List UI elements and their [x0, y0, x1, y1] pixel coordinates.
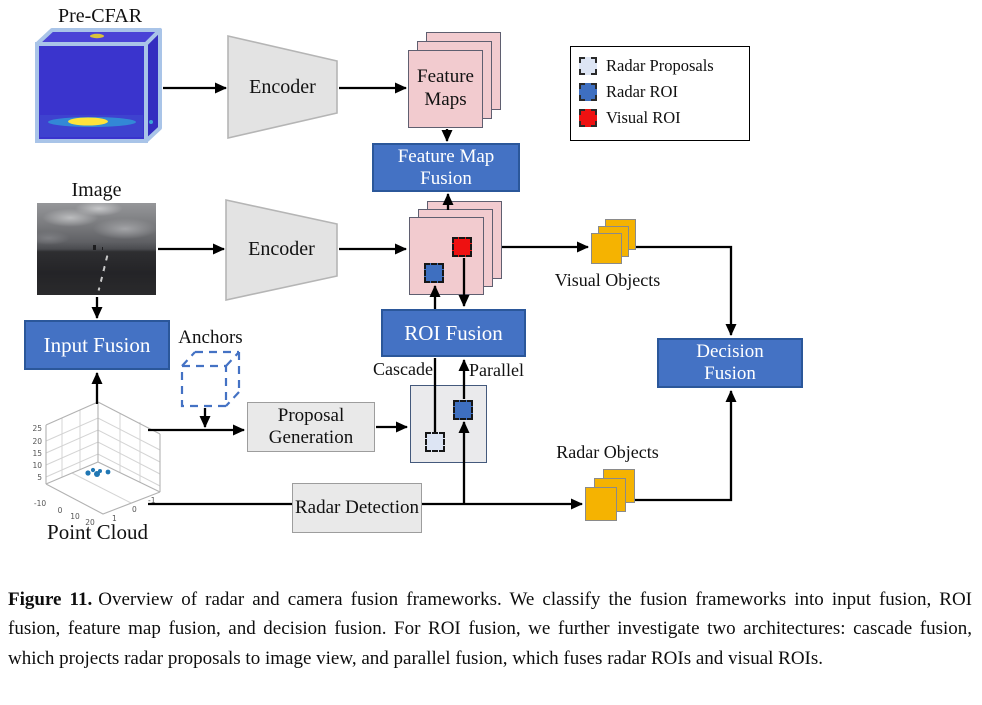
input-fusion-label: Input Fusion: [43, 332, 151, 357]
radar-detection-box: Radar Detection: [292, 483, 422, 533]
z-tick: 5: [37, 473, 42, 482]
encoder-radar-label: Encoder: [249, 76, 316, 98]
radar-roi-marker: [453, 400, 473, 420]
z-tick: 25: [32, 424, 42, 433]
pre-cfar-label: Pre-CFAR: [57, 5, 143, 27]
radar-roi-swatch-icon: [579, 83, 597, 101]
proposal-generation-box: Proposal Generation: [247, 402, 375, 452]
visual-objects-stack: [591, 233, 622, 264]
radar-objects-label: Radar Objects: [556, 442, 659, 462]
legend-item-visual-roi: Visual ROI: [579, 105, 749, 131]
x-tick: 0: [58, 506, 63, 515]
figure-caption: Figure 11.Overview of radar and camera f…: [8, 585, 972, 673]
cascade-label: Cascade: [373, 359, 433, 379]
anchors-label: Anchors: [178, 327, 243, 348]
radar-detection-label: Radar Detection: [295, 497, 419, 519]
camera-image: [37, 203, 156, 295]
roi-fusion-label: ROI Fusion: [404, 320, 503, 345]
legend-label: Radar Proposals: [606, 56, 714, 75]
z-tick: 20: [32, 437, 42, 446]
feature-maps-label: Feature Maps: [417, 66, 474, 110]
radar-cube-icon: [35, 28, 162, 143]
legend-label: Radar ROI: [606, 82, 678, 101]
point-cloud-label: Point Cloud: [47, 520, 148, 544]
y-tick: -1: [148, 496, 156, 505]
anchors-cube-icon: [180, 350, 241, 408]
roi-fusion-box: ROI Fusion: [381, 309, 526, 357]
legend-label: Visual ROI: [606, 108, 681, 127]
visual-objects-label: Visual Objects: [554, 270, 661, 290]
visual-roi-marker: [452, 237, 472, 257]
radar-roi-marker: [424, 263, 444, 283]
radar-roi-container: [410, 385, 487, 463]
encoder-image-label: Encoder: [248, 238, 315, 260]
z-tick: 10: [32, 461, 42, 470]
decision-fusion-label: Decision Fusion: [696, 341, 764, 384]
point-cloud-plot: 25 20 15 10 5 -10 0 10 20 -1 0 1: [32, 401, 161, 527]
visual-roi-swatch-icon: [579, 109, 597, 127]
radar-objects-stack: [585, 487, 617, 521]
legend-item-radar-roi: Radar ROI: [579, 79, 749, 105]
feature-map-fusion-box: Feature Map Fusion: [372, 143, 520, 192]
figure-caption-text: Overview of radar and camera fusion fram…: [8, 589, 972, 669]
input-fusion-box: Input Fusion: [24, 320, 170, 370]
decision-fusion-box: Decision Fusion: [657, 338, 803, 388]
figure-caption-tag: Figure 11.: [8, 589, 93, 610]
image-label: Image: [71, 179, 122, 201]
feature-map-fusion-label: Feature Map Fusion: [397, 145, 495, 189]
z-tick: 15: [32, 449, 42, 458]
radar-proposals-swatch-icon: [579, 57, 597, 75]
legend-item-radar-proposals: Radar Proposals: [579, 53, 749, 79]
parallel-label: Parallel: [469, 360, 524, 380]
proposal-generation-label: Proposal Generation: [268, 405, 354, 448]
legend: Radar Proposals Radar ROI Visual ROI: [570, 46, 750, 141]
point-cloud-points: [85, 467, 111, 477]
y-tick: 0: [132, 505, 137, 514]
radar-proposal-marker: [425, 432, 445, 452]
feature-maps-stack: Feature Maps: [408, 50, 483, 128]
x-tick: -10: [34, 499, 46, 508]
image-feature-maps-stack: [409, 217, 484, 295]
